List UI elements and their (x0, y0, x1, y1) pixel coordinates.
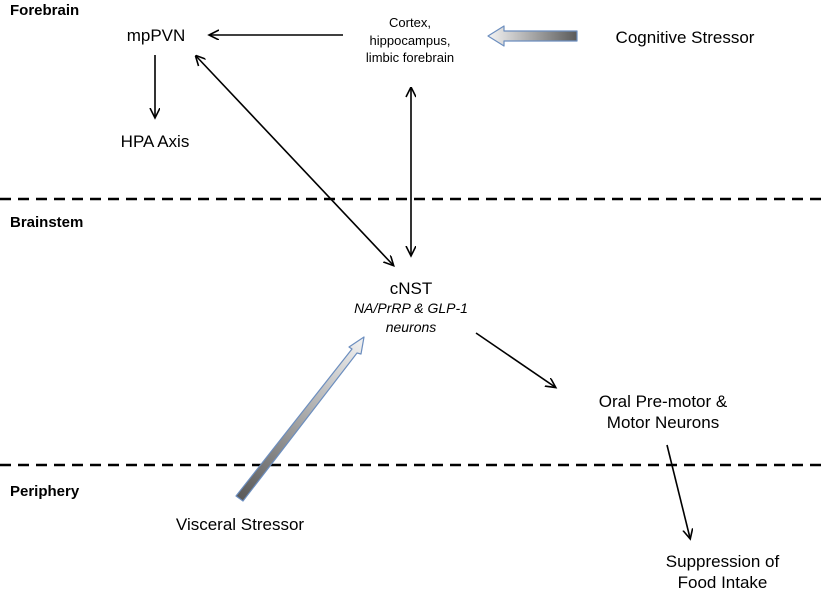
node-oral-motor-neurons: Oral Pre-motor & Motor Neurons (578, 391, 748, 434)
node-visceral-stressor: Visceral Stressor (175, 515, 305, 534)
node-cnst-subtitle-line-2: neurons (385, 319, 437, 336)
region-label-forebrain: Forebrain (10, 2, 80, 19)
node-cortex-line-1: Cortex, (389, 15, 431, 30)
node-cortex: Cortex, hippocampus, limbic forebrain (340, 14, 480, 67)
node-cnst-title: cNST (389, 279, 433, 298)
arrow-cnst-to-oral-motor (475, 332, 555, 387)
node-hpa-axis: HPA Axis (120, 132, 190, 151)
node-suppression-of-food-intake: Suppression of Food Intake (640, 551, 805, 594)
node-cortex-line-3: limbic forebrain (365, 50, 455, 66)
arrow-mppvn-cnst-bidirectional (196, 56, 393, 265)
node-suppression-line-1: Suppression of (665, 552, 780, 571)
node-cognitive-stressor: Cognitive Stressor (615, 28, 755, 47)
cognitive-stressor-arrow (487, 25, 578, 47)
visceral-stressor-arrow (235, 336, 365, 502)
node-cnst: cNST NA/PrRP & GLP-1 neurons (345, 278, 477, 337)
region-label-brainstem: Brainstem (10, 214, 84, 231)
node-oral-motor-line-2: Motor Neurons (606, 413, 720, 433)
node-cnst-subtitle-line-1: NA/PrRP & GLP-1 (354, 300, 468, 317)
arrow-oral-motor-to-suppression (666, 444, 690, 538)
node-cortex-line-2: hippocampus, (369, 32, 451, 48)
node-mppvn: mpPVN (126, 26, 186, 45)
node-suppression-line-2: Food Intake (677, 573, 768, 593)
region-label-periphery: Periphery (10, 483, 80, 500)
node-oral-motor-line-1: Oral Pre-motor & (598, 392, 728, 411)
